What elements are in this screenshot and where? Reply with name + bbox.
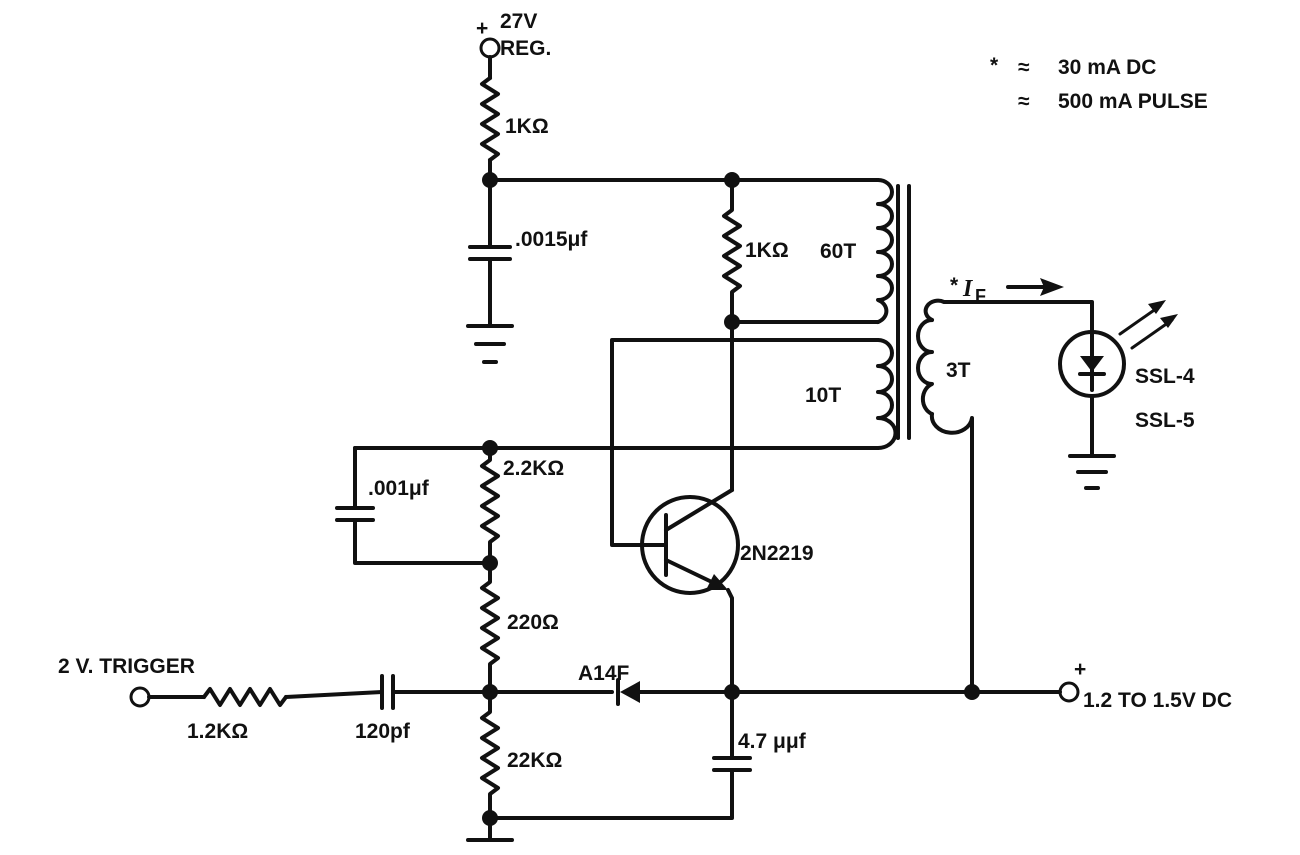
- ground-symbol-left: [466, 324, 514, 364]
- transformer-primary-winding: [876, 178, 894, 324]
- note-star: *: [990, 54, 999, 77]
- note-pulse-value: 500 mA PULSE: [1058, 90, 1208, 113]
- light-emission-arrows-icon: [1118, 300, 1178, 350]
- resistor-22k: [480, 690, 500, 820]
- supply-reg-label: REG.: [500, 37, 551, 60]
- resistor-1-2k-label: 1.2KΩ: [187, 720, 248, 743]
- transistor-label: 2N2219: [740, 542, 814, 565]
- resistor-1-2k: [202, 687, 288, 707]
- current-subscript: F: [975, 286, 986, 306]
- resistor-1k-top: [480, 76, 500, 162]
- winding-60t-label: 60T: [820, 240, 856, 263]
- transformer-secondary-winding: [916, 318, 934, 416]
- capacitor-001-label: .001μf: [368, 477, 430, 500]
- trigger-terminal: [129, 686, 151, 708]
- capacitor-120pf-label: 120pf: [355, 720, 411, 743]
- resistor-2-2k-label: 2.2KΩ: [503, 457, 564, 480]
- wire-secondary-to-output: [929, 412, 974, 694]
- wire-secondary-to-led: [923, 298, 1094, 340]
- ground-symbol-right: [1068, 454, 1116, 490]
- supply-voltage-label: 27V: [500, 10, 537, 33]
- capacitor-4-7-label: 4.7 μμf: [738, 730, 807, 753]
- output-terminal: [1058, 681, 1080, 703]
- led-ssl5-label: SSL-5: [1135, 409, 1195, 432]
- resistor-1k-collector: [722, 178, 742, 324]
- winding-10t-label: 10T: [805, 384, 841, 407]
- resistor-220: [480, 561, 500, 694]
- led-symbol: [1058, 330, 1126, 398]
- current-arrow-icon: [1006, 278, 1064, 296]
- resistor-2-2k: [480, 446, 500, 565]
- output-plus-sign: +: [1074, 658, 1086, 681]
- current-star: *: [950, 274, 959, 297]
- trigger-label: 2 V. TRIGGER: [58, 655, 195, 678]
- supply-plus-sign: +: [476, 17, 488, 40]
- wire-feedback-top-to-base: [610, 338, 880, 547]
- capacitor-0015-label: .0015μf: [515, 228, 588, 251]
- diode-label: A14F: [578, 662, 630, 685]
- diode-a14f-symbol: [616, 678, 640, 706]
- wire-cap-to-bottom: [488, 768, 734, 820]
- current-symbol: I: [962, 276, 974, 302]
- winding-3t-label: 3T: [946, 359, 971, 382]
- note-dc-symbol: ≈: [1018, 56, 1030, 79]
- output-voltage-label: 1.2 TO 1.5V DC: [1083, 689, 1232, 712]
- note-dc-value: 30 mA DC: [1058, 56, 1156, 79]
- led-ssl4-label: SSL-4: [1135, 365, 1195, 388]
- wire-emitter-down: [726, 588, 734, 694]
- wire-feedback-cap-bottom: [353, 518, 492, 565]
- resistor-220-label: 220Ω: [507, 611, 559, 634]
- resistor-1k-top-label: 1KΩ: [505, 115, 549, 138]
- resistor-22k-label: 22KΩ: [507, 749, 562, 772]
- junction-node-output: [964, 684, 980, 700]
- transistor-2n2219-symbol: [640, 488, 740, 595]
- note-pulse-symbol: ≈: [1018, 90, 1030, 113]
- transformer-feedback-winding: [876, 338, 898, 450]
- supply-terminal: + 27V REG.: [476, 10, 551, 60]
- wire-r-to-cap: [284, 690, 384, 699]
- resistor-1k-collector-label: 1KΩ: [745, 239, 789, 262]
